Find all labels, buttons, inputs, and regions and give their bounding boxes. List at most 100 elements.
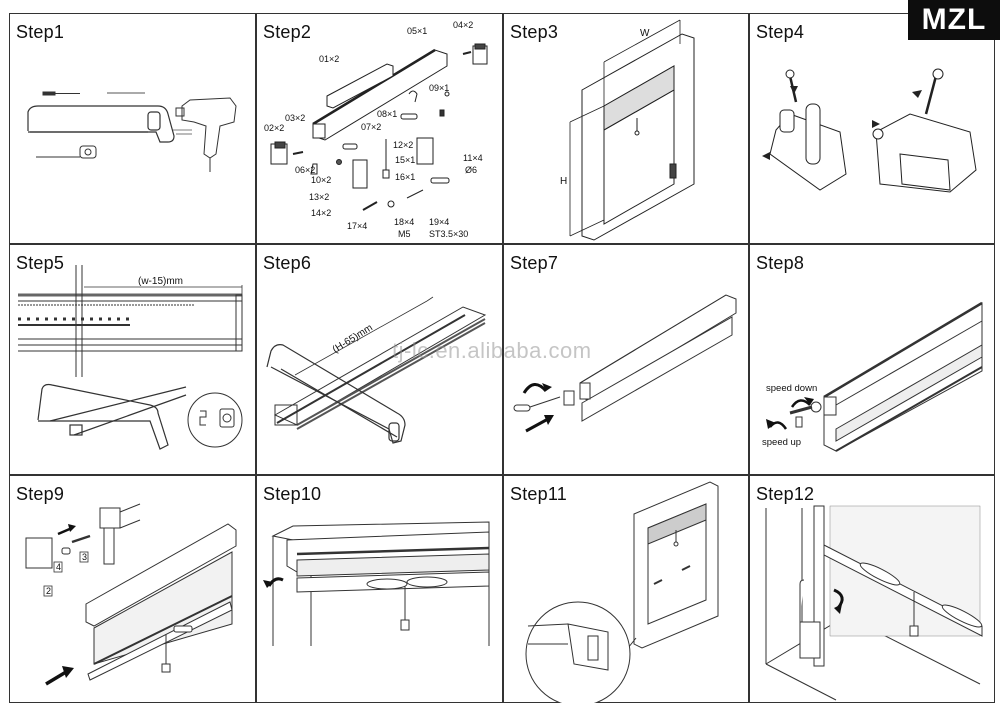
window-frame — [581, 33, 695, 241]
step5-cut-cassette-illustration: (w-15)mm — [18, 265, 243, 450]
step-title: Step10 — [263, 484, 322, 504]
part-label-18: 18×4 — [394, 217, 414, 227]
guide-rail — [273, 306, 487, 430]
step4-brackets-illustration — [762, 68, 977, 193]
grid-divider-col-2 — [502, 13, 504, 703]
push-arrow-icon — [525, 415, 554, 433]
bracket-right — [872, 68, 977, 193]
part-number-boxes — [43, 551, 89, 597]
cassette — [286, 531, 490, 631]
step6-cut-rail-illustration: (H-65)mm — [266, 296, 487, 444]
step12-fix-bottom-clip-illustration — [765, 505, 983, 701]
step-panel-7: Step7 — [504, 245, 748, 474]
step-title: Step8 — [756, 253, 805, 273]
cassette-profile-part-05 — [312, 48, 448, 141]
step-title: Step12 — [756, 484, 815, 504]
window-frame — [633, 481, 719, 649]
part-label-10: 10×2 — [311, 175, 331, 185]
part-label-04: 04×2 — [453, 20, 473, 30]
step-panel-1: Step1 — [10, 14, 255, 243]
dimension-label: (H-65)mm — [331, 322, 375, 355]
watermark-text: tj-lc.en.alibaba.com — [392, 338, 592, 363]
detail-magnifier-circle — [187, 392, 243, 448]
push-arrow-icons — [45, 524, 76, 686]
part-label-13: 13×2 — [309, 192, 329, 202]
part-number-2: 2 — [46, 586, 51, 596]
drill-bit-size-label — [173, 129, 192, 135]
step10-mount-cassette-illustration — [263, 521, 490, 646]
dimension-label: (w-15)mm — [138, 276, 183, 287]
hacksaw-icon — [27, 105, 175, 143]
part-label-09: 09×1 — [429, 83, 449, 93]
part-label-07: 07×2 — [361, 122, 381, 132]
part-label-17: 17×4 — [347, 221, 367, 231]
speed-down-label: speed down — [766, 383, 817, 394]
step-title: Step4 — [756, 22, 805, 42]
small-parts — [292, 51, 472, 211]
rotate-arrowhead — [834, 604, 842, 614]
part-label-18-note: M5 — [398, 229, 411, 239]
part-number-4: 4 — [56, 562, 61, 572]
part-label-11-note: Ø6 — [465, 165, 477, 175]
speed-up-arrowhead — [766, 419, 776, 429]
step-panel-11: Step11 — [504, 476, 748, 703]
direction-arrow-icons — [762, 86, 922, 160]
step-panel-3: Step3 W H — [504, 14, 748, 243]
cassette-with-mesh — [85, 523, 237, 681]
grid-divider-col-1 — [255, 13, 257, 703]
step-panel-5: Step5 (w-15)mm — [10, 245, 255, 474]
step3-measure-window-illustration: W H — [560, 19, 695, 241]
part-label-19-note: ST3.5×30 — [429, 229, 468, 239]
step-title: Step3 — [510, 22, 559, 42]
wall-corner — [765, 508, 981, 701]
hacksaw-cutting — [266, 344, 406, 444]
step11-install-frame-illustration — [525, 481, 719, 703]
part-number-3: 3 — [82, 552, 87, 562]
dimension-line — [294, 296, 434, 376]
grid-divider-col-3 — [748, 13, 750, 703]
dimension-line — [84, 285, 243, 295]
part-label-15: 15×1 — [395, 155, 415, 165]
bracket-left — [769, 69, 847, 191]
height-label: H — [560, 176, 567, 187]
cassette-with-mesh — [823, 301, 983, 452]
speed-down-arrow-icon — [790, 399, 811, 408]
part-label-19: 19×4 — [429, 217, 449, 227]
part-label-12: 12×2 — [393, 140, 413, 150]
step-title: Step5 — [16, 253, 65, 273]
height-dimension — [569, 105, 605, 237]
guide-rail-and-clip — [799, 505, 825, 667]
spring-adjuster-tool — [789, 401, 822, 428]
bottom-bar — [821, 543, 983, 637]
step-title: Step7 — [510, 253, 559, 273]
speed-up-label: speed up — [762, 437, 801, 448]
rotate-arrowhead — [542, 383, 552, 391]
end-plug-part — [513, 390, 575, 412]
step-title: Step11 — [510, 484, 567, 504]
step-panel-2: Step2 — [257, 14, 502, 243]
rotate-arrow-icon — [522, 383, 548, 394]
cover-profile-part-01 — [326, 63, 394, 109]
part-label-01: 01×2 — [319, 54, 339, 64]
step-panel-4: Step4 — [750, 14, 995, 243]
step8-adjust-spring-illustration: speed down speed up — [762, 301, 983, 452]
part-label-08: 08×1 — [377, 109, 397, 119]
step-panel-9: Step9 4 3 2 — [10, 476, 255, 703]
part-label-11: 11×4 — [463, 153, 483, 163]
hacksaw-cutting — [37, 383, 187, 450]
tape-measure-icon — [36, 145, 97, 159]
detail-magnifier-circle — [525, 601, 637, 703]
step-title: Step2 — [263, 22, 312, 42]
part-label-06: 06×2 — [295, 165, 315, 175]
end-cap-part-02 — [270, 141, 288, 165]
step9-end-caps-illustration: 4 3 2 — [25, 503, 237, 686]
step-panel-8: Step8 speed down speed up — [750, 245, 995, 474]
step-title: Step9 — [16, 484, 65, 504]
end-cap-exploded — [25, 503, 141, 569]
speed-down-arrowhead — [804, 397, 814, 405]
width-label: W — [640, 28, 650, 39]
cassette-profile — [579, 294, 737, 422]
cassette-profile-side — [18, 265, 243, 377]
screwdriver-icon — [42, 91, 80, 96]
step-title: Step1 — [16, 22, 65, 42]
